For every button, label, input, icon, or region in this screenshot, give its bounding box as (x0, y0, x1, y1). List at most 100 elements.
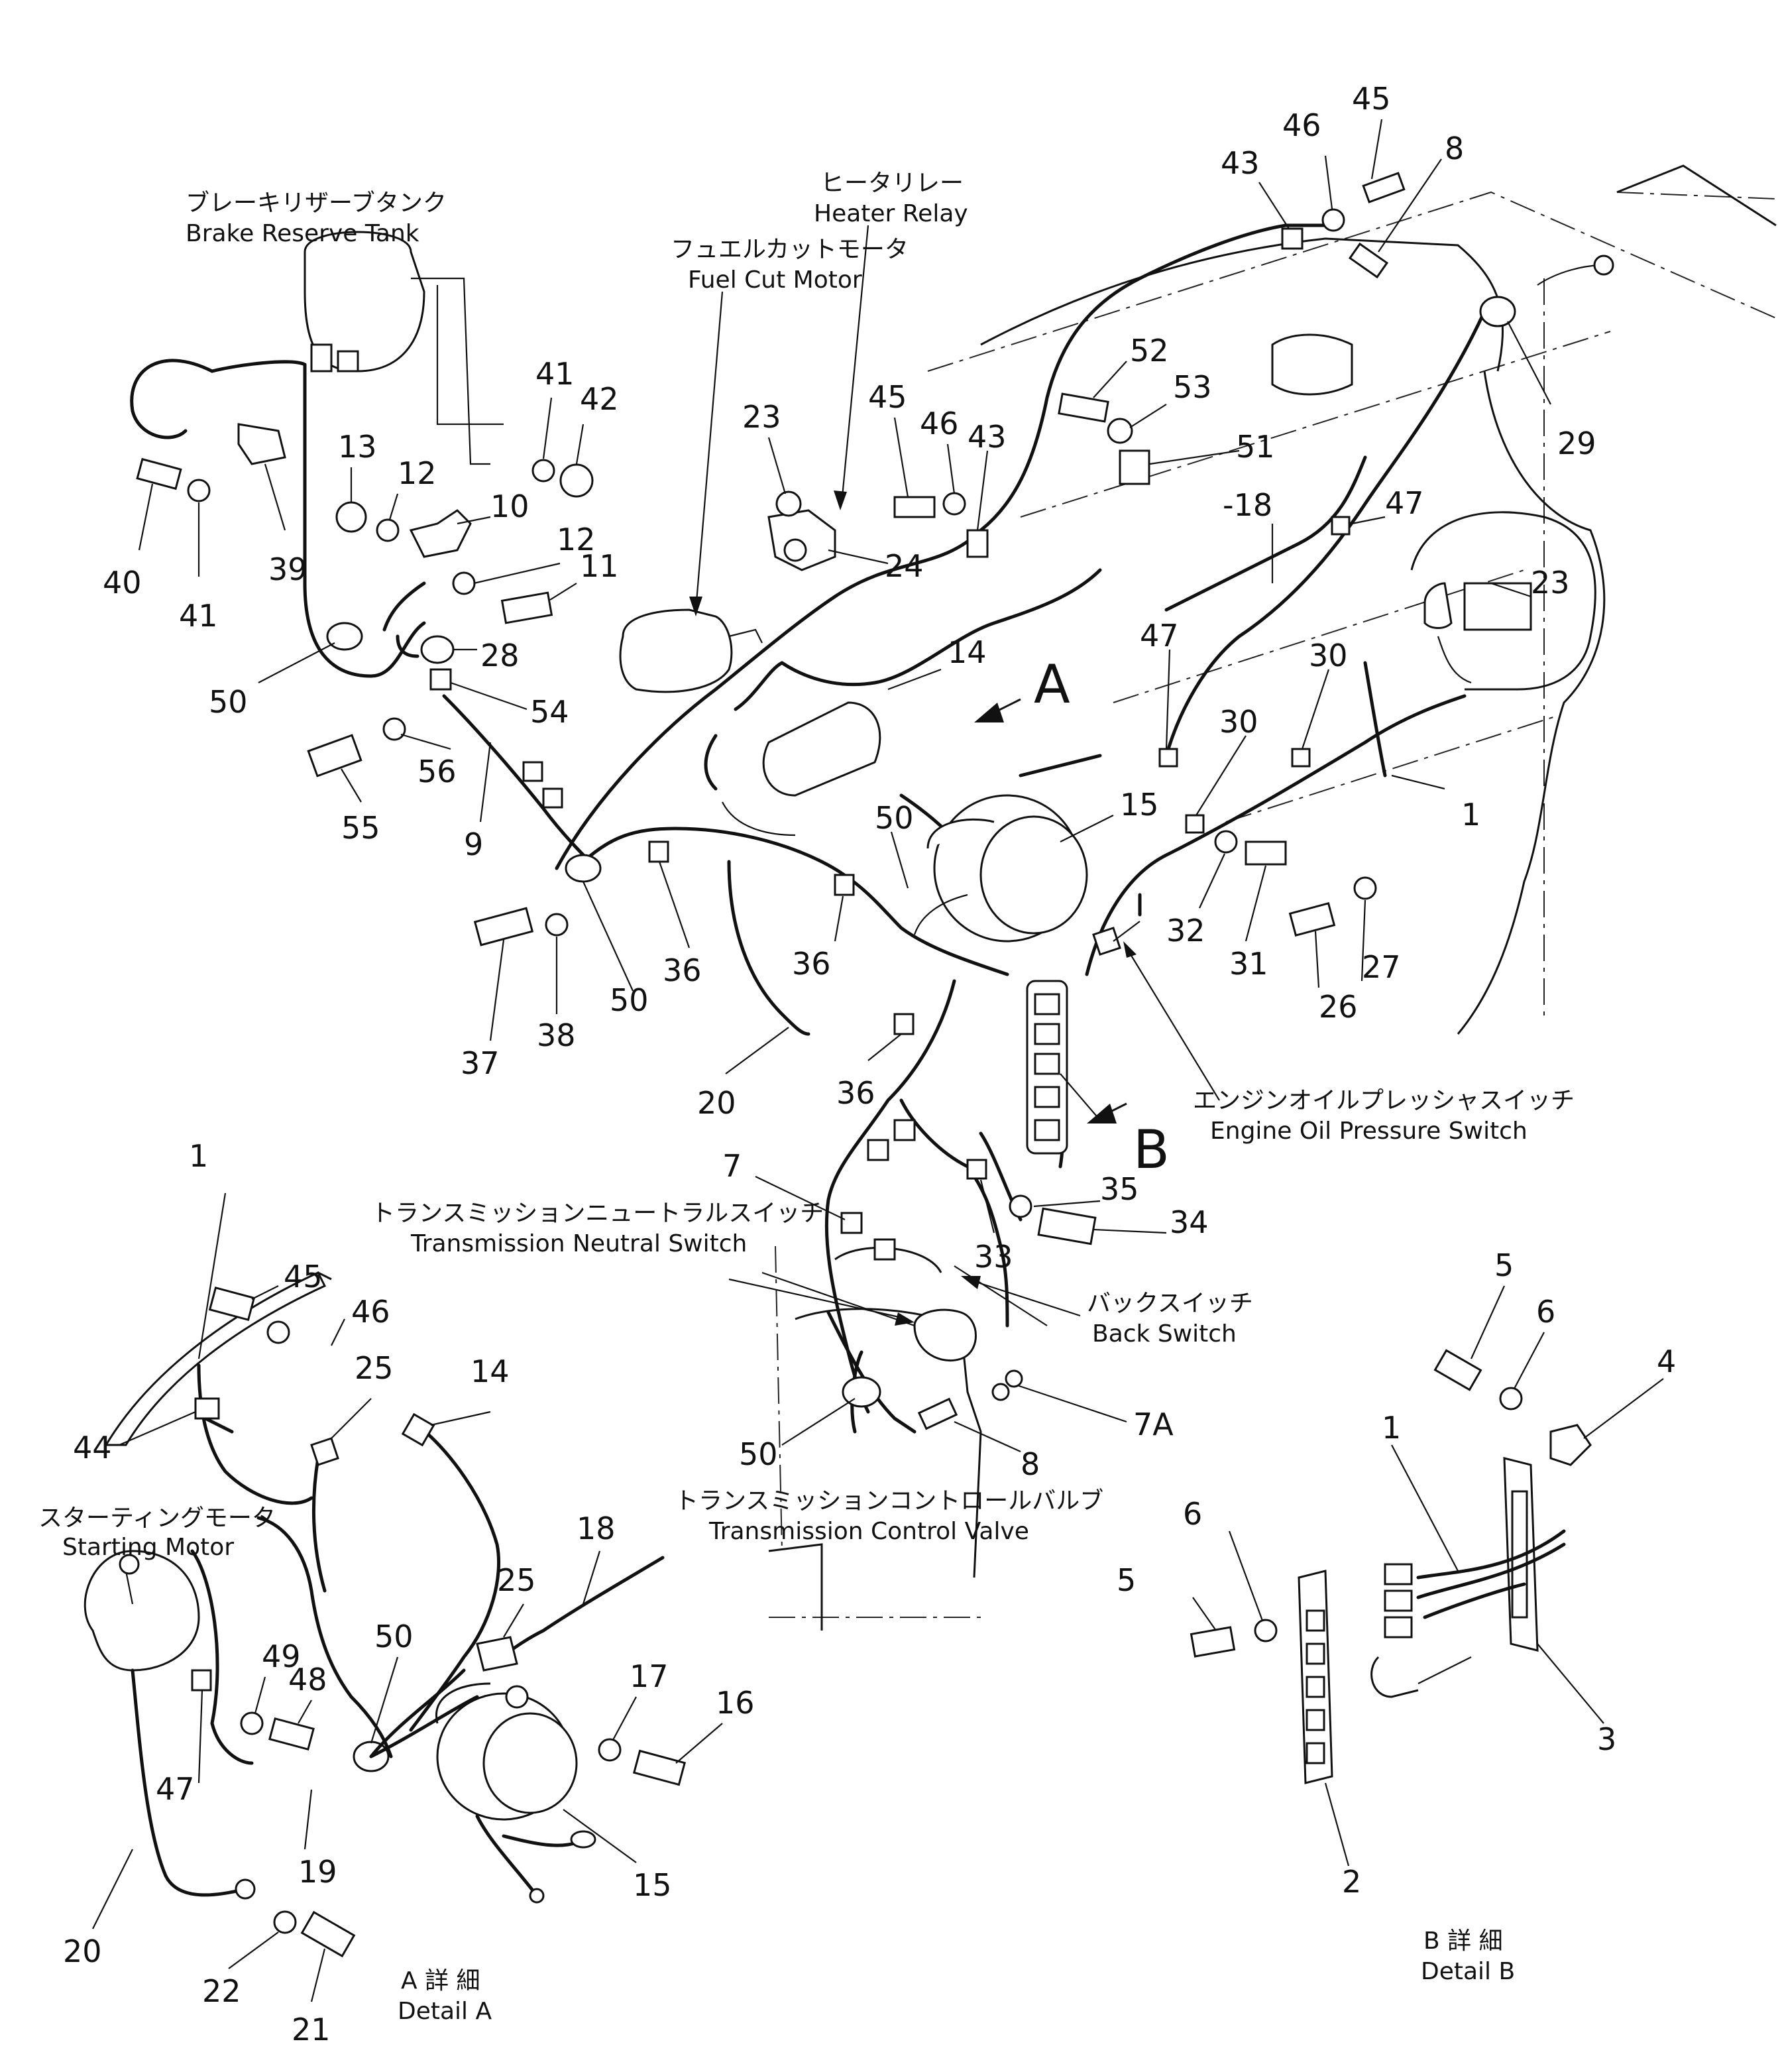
callout: 45 (868, 379, 907, 415)
bolt-45-detail (208, 1286, 256, 1322)
connector-14 (401, 1412, 435, 1447)
sensor-8-upper (1348, 242, 1389, 279)
callout: 29 (1557, 426, 1596, 461)
bolt-40 (136, 457, 182, 490)
washer-46-mid (942, 492, 966, 516)
grommet-50b (565, 854, 602, 883)
fuel-cut-motor (619, 608, 763, 693)
bolt-45-mid (893, 496, 936, 518)
washer-6b (1254, 1619, 1278, 1642)
washer-49 (240, 1711, 264, 1735)
transmission-neutral-switch (913, 1308, 1023, 1401)
connector-25b (476, 1636, 518, 1672)
oil-pressure-switch (1092, 927, 1121, 956)
brake-reserve-tank-jp: ブレーキリザーブタンク (186, 190, 447, 217)
transmission-neutral-switch-en: Transmission Neutral Switch (410, 1230, 747, 1257)
callout: 46 (351, 1294, 390, 1330)
back-switch-jp: バックスイッチ (1087, 1290, 1253, 1317)
callout: 18 (577, 1511, 616, 1546)
nut-42 (559, 463, 594, 498)
starting-motor-jp: スターティングモータ (38, 1505, 276, 1532)
connector-7c (840, 1212, 863, 1234)
callout: 27 (1362, 949, 1401, 985)
connector-25a (310, 1437, 339, 1466)
connector-7a (867, 1139, 889, 1161)
callout: 50 (739, 1436, 778, 1472)
washer-12a (376, 518, 400, 542)
grommet-29 (1479, 296, 1516, 327)
callout: 11 (580, 548, 619, 584)
callout: 1 (189, 1138, 208, 1174)
switch-10 (409, 509, 472, 558)
bolt-31 (1245, 840, 1287, 866)
callout: 53 (1173, 369, 1212, 405)
callout: 23 (742, 399, 781, 435)
callout: 48 (288, 1662, 327, 1698)
callout: 50 (209, 684, 248, 720)
starting-motor (83, 1550, 200, 1672)
callout: 17 (630, 1658, 669, 1694)
bolt-16 (632, 1749, 687, 1786)
leader-lines (92, 119, 1664, 2002)
detail-b (1190, 1349, 1592, 1784)
clip-43-mid (966, 529, 989, 558)
connector-9b (542, 787, 563, 809)
callout: 12 (557, 522, 596, 557)
callout: 12 (398, 455, 437, 491)
washer-27 (1353, 876, 1377, 900)
clip-4 (1549, 1424, 1592, 1466)
callout: 26 (1319, 989, 1358, 1025)
bolt-37 (473, 907, 534, 947)
connector-33 (966, 1159, 987, 1180)
view-a-arrow (974, 703, 1004, 722)
clip-54 (429, 668, 452, 691)
callout: 41 (535, 356, 575, 392)
washer-38 (545, 913, 569, 937)
starting-motor-upper (1423, 582, 1532, 684)
callout: 33 (974, 1239, 1013, 1275)
bolt-52 (1058, 392, 1109, 423)
washer-12b (452, 571, 476, 595)
bracket-39 (237, 423, 286, 465)
clip-30a (1185, 814, 1205, 834)
callout: 32 (1166, 913, 1205, 949)
callout: 4 (1657, 1344, 1676, 1379)
connector-bracket-b (1026, 980, 1068, 1155)
callout: 34 (1170, 1204, 1209, 1240)
callout: 52 (1130, 333, 1169, 369)
detail-b-en: Detail B (1421, 1958, 1515, 1985)
engine-oil-pressure-switch-jp: エンジンオイルプレッシャスイッチ (1193, 1087, 1575, 1114)
callout: 24 (885, 548, 924, 584)
cylinder-part (722, 701, 881, 836)
callout: 1 (1461, 797, 1480, 833)
bolt-45-upper (1362, 172, 1406, 203)
callout: 20 (697, 1085, 736, 1121)
bolt-11 (500, 591, 553, 624)
washer-6a (1499, 1387, 1523, 1410)
callout: 50 (374, 1619, 414, 1654)
callout: 39 (268, 551, 307, 587)
heater-relay-en: Heater Relay (814, 200, 968, 227)
detail-b-jp: B 詳 細 (1423, 1928, 1503, 1955)
component-labels: ブレーキリザーブタンク Brake Reserve Tank ヒータリレー He… (38, 170, 1575, 2025)
washer-41-left (187, 479, 211, 502)
callout: 10 (490, 489, 529, 524)
heater-relay-jp: ヒータリレー (820, 170, 964, 197)
callout: 19 (298, 1854, 337, 1890)
callout: 8 (1445, 131, 1464, 166)
detail-a (83, 1271, 687, 1958)
callout: 46 (1282, 107, 1321, 143)
connector-7d (873, 1238, 896, 1261)
engine-outline (768, 164, 1777, 1631)
starting-motor-en: Starting Motor (62, 1534, 234, 1561)
clip-47-detail (191, 1669, 212, 1692)
grommet-50c (842, 1376, 881, 1408)
callout: 47 (156, 1771, 195, 1807)
washer-53 (1107, 418, 1133, 444)
callout: 20 (63, 1933, 102, 1969)
callout: 14 (471, 1353, 510, 1389)
callout: 5 (1117, 1562, 1136, 1598)
callout: 45 (284, 1259, 323, 1295)
view-b-label: B (1133, 1119, 1170, 1180)
callout: 42 (580, 381, 619, 417)
